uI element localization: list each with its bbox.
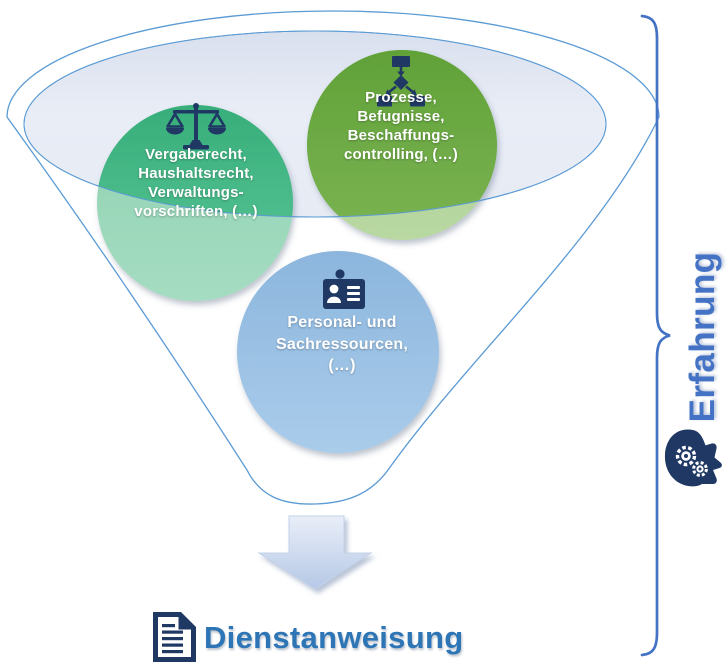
bubble-resources-line: Sachressourcen, bbox=[276, 335, 408, 353]
bubble-resources-line: Personal- und bbox=[287, 314, 397, 331]
bubble-resources-shape bbox=[237, 251, 439, 453]
bubble-processes-label: Prozesse, Befugnisse, Beschaffungs- cont… bbox=[344, 88, 458, 164]
bubble-law-line: Verwaltungs- bbox=[148, 184, 244, 201]
scales-icon bbox=[166, 103, 226, 150]
result-label: Dienstanweisung bbox=[204, 620, 464, 655]
bubble-processes-line: Beschaffungs- bbox=[347, 127, 455, 144]
bowl-rim-line bbox=[23, 30, 607, 218]
down-arrow-shape bbox=[257, 515, 373, 590]
bubble-law-shape bbox=[97, 105, 293, 301]
bubble-law-line: vorschriften, (…) bbox=[134, 203, 258, 220]
document-icon bbox=[153, 612, 196, 662]
bubble-processes-line: Befugnisse, bbox=[357, 108, 445, 125]
bubble-law-line: Vergaberecht, bbox=[145, 146, 247, 163]
brace bbox=[640, 14, 671, 657]
org-chart-icon bbox=[377, 56, 425, 107]
bubble-law-line: Haushaltsrecht, bbox=[138, 165, 254, 182]
head-gears-icon bbox=[664, 429, 722, 487]
side-label: Erfahrung bbox=[683, 251, 722, 423]
bubble-resources-label: Personal- und Sachressourcen, (…) bbox=[276, 312, 408, 377]
bubble-processes-line: controlling, (…) bbox=[343, 146, 459, 163]
bubble-resources-line: (…) bbox=[328, 357, 356, 374]
id-badge-icon bbox=[323, 269, 365, 309]
bubble-law-label: Vergaberecht, Haushaltsrecht, Verwaltung… bbox=[134, 145, 257, 221]
bubble-processes-shape bbox=[307, 50, 497, 240]
bubble-processes-line: Prozesse, bbox=[365, 89, 437, 106]
